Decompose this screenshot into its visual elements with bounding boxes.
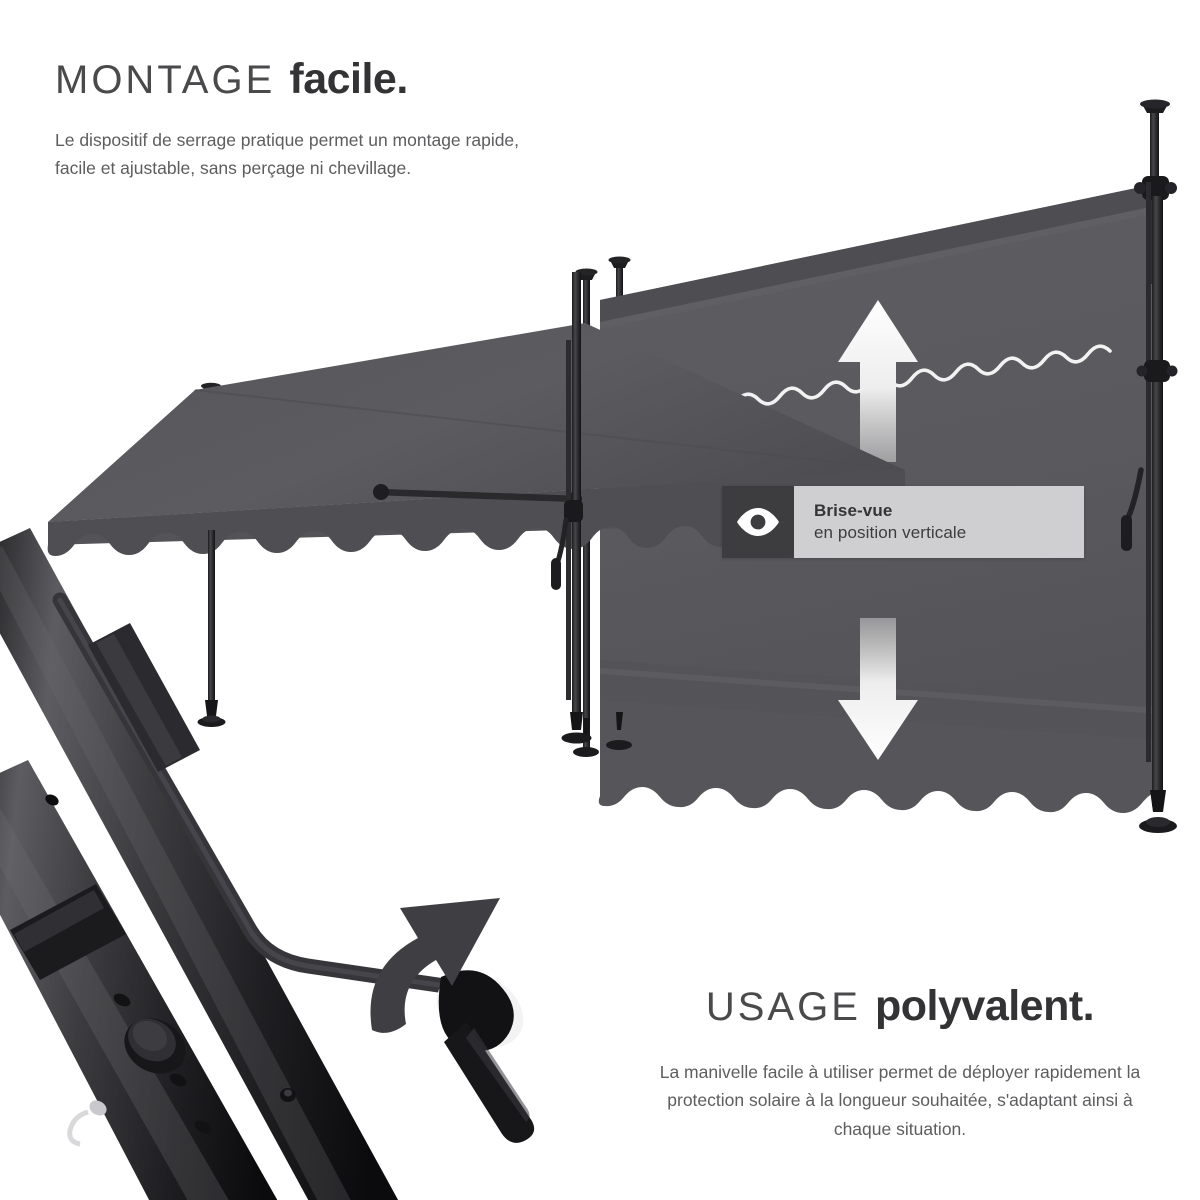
section-usage: USAGE polyvalent. La manivelle facile à …: [640, 985, 1160, 1143]
mast-tube-rear: [0, 528, 399, 1200]
usage-heading-light: USAGE: [705, 985, 861, 1029]
montage-heading-bold: facile.: [289, 55, 408, 103]
callout-title: Brise-vue: [814, 500, 893, 520]
thumb-screw-knob: [124, 1018, 186, 1074]
foot-left-screen: [606, 712, 632, 750]
crank-closeup-illustration: [0, 528, 535, 1200]
front-pole-right: [1134, 99, 1178, 833]
crank-handle-right: [1121, 467, 1144, 551]
main-pole-left-awning: [551, 272, 592, 744]
eye-icon: [737, 508, 779, 536]
front-pole-left-awning: [197, 530, 226, 727]
montage-body-text: Le dispositif de serrage pratique permet…: [55, 130, 520, 178]
usage-body-text: La manivelle facile à utiliser permet de…: [659, 1062, 1141, 1139]
crank-rod: [52, 592, 453, 994]
usage-heading-bold: polyvalent.: [875, 982, 1095, 1030]
callout-subtitle: en position verticale: [814, 523, 967, 542]
montage-heading: MONTAGE facile.: [55, 58, 525, 101]
montage-heading-light: MONTAGE: [55, 58, 276, 102]
foot-left-screen-2: [573, 718, 599, 757]
up-arrow-icon: [838, 300, 918, 462]
down-arrow-icon: [838, 618, 918, 760]
rotation-arrow-icon: [370, 898, 500, 1033]
right-awning-illustration: [573, 99, 1178, 833]
section-montage: MONTAGE facile. Le dispositif de serrage…: [55, 58, 525, 182]
callout-text-panel: Brise-vue en position verticale: [794, 486, 1084, 558]
eye-icon-container: [722, 486, 794, 558]
crank-grip: [88, 623, 200, 772]
crank-end-handle: [436, 970, 535, 1143]
mast-tube-front: [0, 760, 278, 1200]
brise-vue-callout: Brise-vue en position verticale: [722, 486, 1084, 558]
usage-heading: USAGE polyvalent.: [640, 985, 1160, 1028]
